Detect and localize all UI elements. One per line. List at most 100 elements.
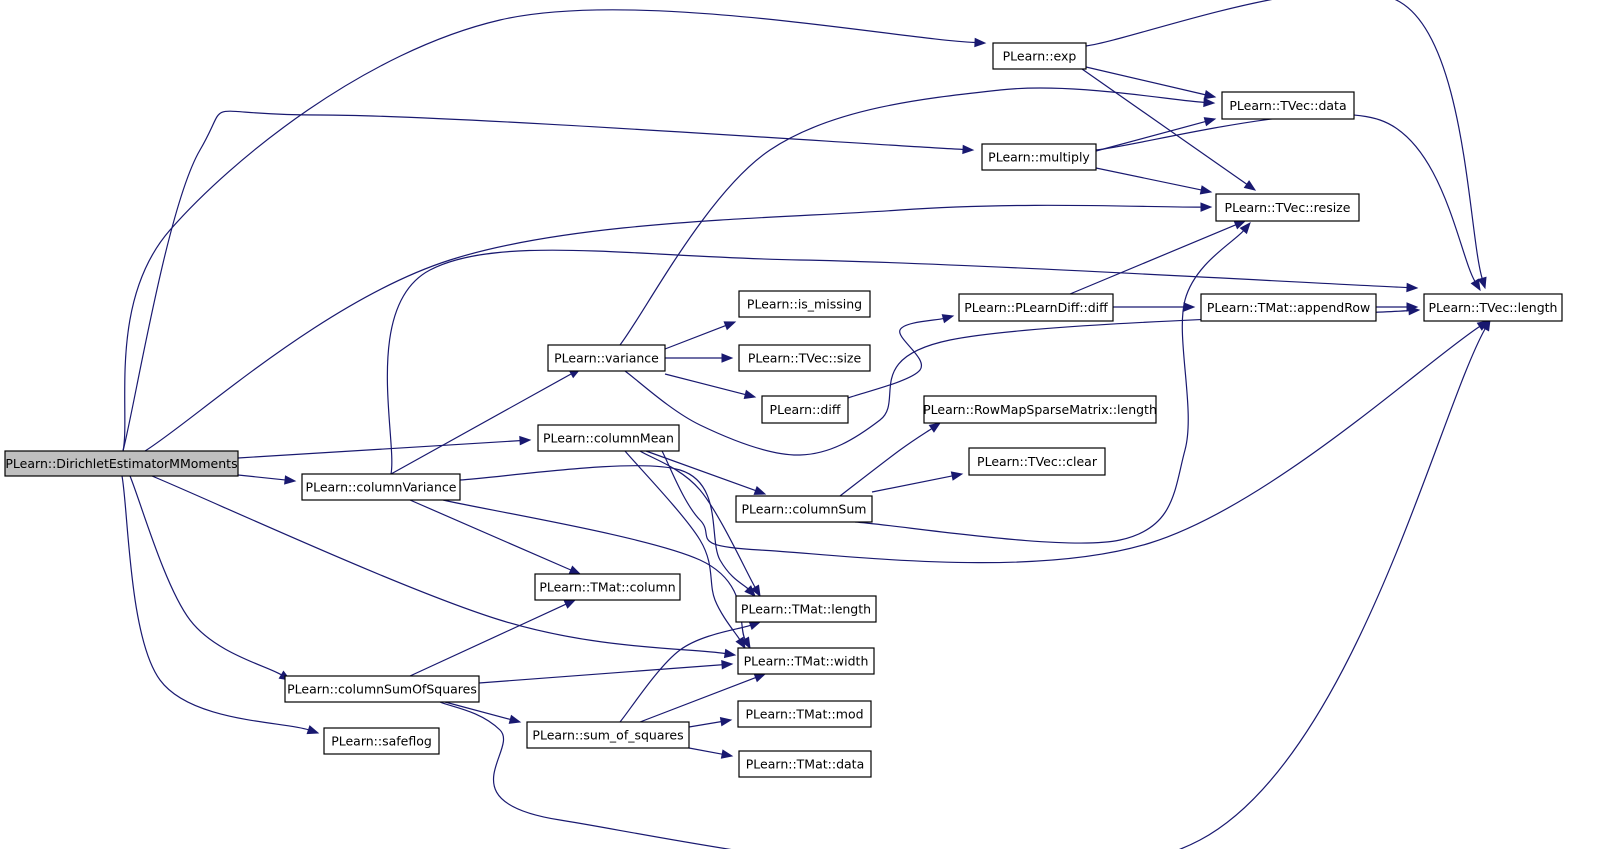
edge-variance-to-tvec_data xyxy=(619,87,1216,346)
edge-columnsum-to-tvec_resize xyxy=(854,221,1251,544)
node-label: PLearn::TMat::mod xyxy=(745,707,863,722)
node-tvec-length[interactable]: PLearn::TVec::length xyxy=(1423,293,1563,322)
arrowhead-icon xyxy=(1203,117,1217,127)
node-label: PLearn::is_missing xyxy=(747,297,862,312)
node-tvec-resize[interactable]: PLearn::TVec::resize xyxy=(1215,193,1360,222)
node-label: PLearn::TMat::width xyxy=(744,654,869,669)
arrowhead-icon xyxy=(962,144,975,155)
node-tmat-width[interactable]: PLearn::TMat::width xyxy=(737,647,875,675)
node-tmat-data[interactable]: PLearn::TMat::data xyxy=(738,750,872,778)
edge-columnmean-to-tmat_width xyxy=(624,450,746,650)
edge-columnvariance-to-variance xyxy=(390,368,582,475)
node-box xyxy=(526,721,690,749)
arrowhead-icon xyxy=(1470,278,1481,292)
node-rowmap-length[interactable]: PLearn::RowMapSparseMatrix::length xyxy=(923,395,1157,424)
node-columnsum[interactable]: PLearn::columnSum xyxy=(735,495,873,523)
edge-multiply-to-tvec_length xyxy=(1095,113,1481,292)
edge-plearndiff-to-tvec_resize xyxy=(1069,220,1247,295)
edge-line xyxy=(409,603,567,677)
edge-root-to-multiply xyxy=(122,110,975,452)
node-tmat-mod[interactable]: PLearn::TMat::mod xyxy=(737,700,872,728)
edge-root-to-safeflog xyxy=(121,475,320,735)
arrowhead-icon xyxy=(1406,282,1419,293)
edge-line xyxy=(639,450,756,588)
edge-root-to-tmat_width xyxy=(151,475,737,659)
node-appendrow[interactable]: PLearn::TMat::appendRow xyxy=(1200,293,1377,322)
arrowhead-icon xyxy=(1477,276,1487,290)
node-diff[interactable]: PLearn::diff xyxy=(761,395,849,424)
edge-variance-to-tvec_length xyxy=(624,305,1421,456)
edge-line xyxy=(839,428,933,497)
arrowhead-icon xyxy=(1243,180,1257,191)
node-label: PLearn::sum_of_squares xyxy=(532,728,683,743)
node-box xyxy=(4,450,239,477)
arrowhead-icon xyxy=(1203,97,1216,108)
node-label: PLearn::columnMean xyxy=(543,431,674,446)
node-box xyxy=(1200,293,1377,322)
edge-columnmean-to-tmat_length xyxy=(639,450,761,598)
node-tmat-length[interactable]: PLearn::TMat::length xyxy=(735,595,877,623)
arrowhead-icon xyxy=(721,353,734,363)
node-is-missing[interactable]: PLearn::is_missing xyxy=(738,290,871,318)
node-tvec-size[interactable]: PLearn::TVec::size xyxy=(738,344,871,372)
node-box xyxy=(761,395,849,424)
node-columnsumofsquares[interactable]: PLearn::columnSumOfSquares xyxy=(284,675,480,703)
node-tvec-data[interactable]: PLearn::TVec::data xyxy=(1221,91,1355,120)
node-box xyxy=(301,473,461,501)
edge-columnsumofsquares-to-tmat_column xyxy=(409,599,577,677)
arrowhead-icon xyxy=(744,585,756,597)
node-sum-of-squares[interactable]: PLearn::sum_of_squares xyxy=(526,721,690,749)
edge-line xyxy=(1095,113,1476,282)
node-columnmean[interactable]: PLearn::columnMean xyxy=(537,424,680,452)
edge-line xyxy=(624,310,1410,456)
arrowhead-icon xyxy=(743,389,757,399)
edge-line xyxy=(442,499,746,640)
node-box xyxy=(735,595,877,623)
edge-line xyxy=(151,475,726,655)
arrowhead-icon xyxy=(1480,318,1491,332)
node-variance[interactable]: PLearn::variance xyxy=(547,344,666,372)
edge-line xyxy=(1095,121,1206,152)
node-label: PLearn::TVec::data xyxy=(1229,98,1346,113)
edge-variance-to-is_missing xyxy=(664,321,737,350)
edge-line xyxy=(854,230,1245,544)
node-box xyxy=(992,42,1087,70)
node-box xyxy=(537,424,680,452)
edge-columnvariance-to-tvec_length xyxy=(386,249,1419,475)
edge-line xyxy=(688,721,722,728)
node-box xyxy=(968,447,1106,476)
edge-line xyxy=(1085,0,1483,279)
arrowhead-icon xyxy=(306,725,320,735)
arrowhead-icon xyxy=(928,422,942,433)
node-box xyxy=(323,727,440,755)
edge-line xyxy=(144,204,1202,452)
edge-columnsum-to-rowmap_length xyxy=(839,422,942,497)
node-label: PLearn::columnSum xyxy=(742,502,867,517)
node-safeflog[interactable]: PLearn::safeflog xyxy=(323,727,440,755)
node-label: PLearn::columnVariance xyxy=(306,480,457,495)
edge-columnsumofsquares-to-sum_of_squares xyxy=(444,701,522,724)
arrowhead-icon xyxy=(753,673,767,683)
node-box xyxy=(547,344,666,372)
edge-sum_of_squares-to-tmat_mod xyxy=(688,717,733,728)
node-root[interactable]: PLearn::DirichletEstimatorMMoments xyxy=(4,450,239,477)
node-label: PLearn::TMat::length xyxy=(741,602,871,617)
node-tmat-column[interactable]: PLearn::TMat::column xyxy=(534,573,681,601)
arrowhead-icon xyxy=(1199,185,1213,195)
node-multiply[interactable]: PLearn::multiply xyxy=(981,143,1097,171)
arrowhead-icon xyxy=(563,599,577,609)
edge-columnsumofsquares-to-tvec_length xyxy=(439,318,1491,849)
node-box xyxy=(737,647,875,675)
arrowhead-icon xyxy=(1406,302,1419,312)
edge-root-to-columnvariance xyxy=(237,474,297,485)
edge-root-to-columnmean xyxy=(237,435,532,459)
node-box xyxy=(738,750,872,778)
node-exp[interactable]: PLearn::exp xyxy=(992,42,1087,70)
node-tvec-clear[interactable]: PLearn::TVec::clear xyxy=(968,447,1106,476)
node-box xyxy=(958,293,1114,322)
edge-line xyxy=(619,87,1205,346)
node-plearndiff[interactable]: PLearn::PLearnDiff::diff xyxy=(958,293,1114,322)
node-columnvariance[interactable]: PLearn::columnVariance xyxy=(301,473,461,501)
arrowhead-icon xyxy=(735,636,746,650)
